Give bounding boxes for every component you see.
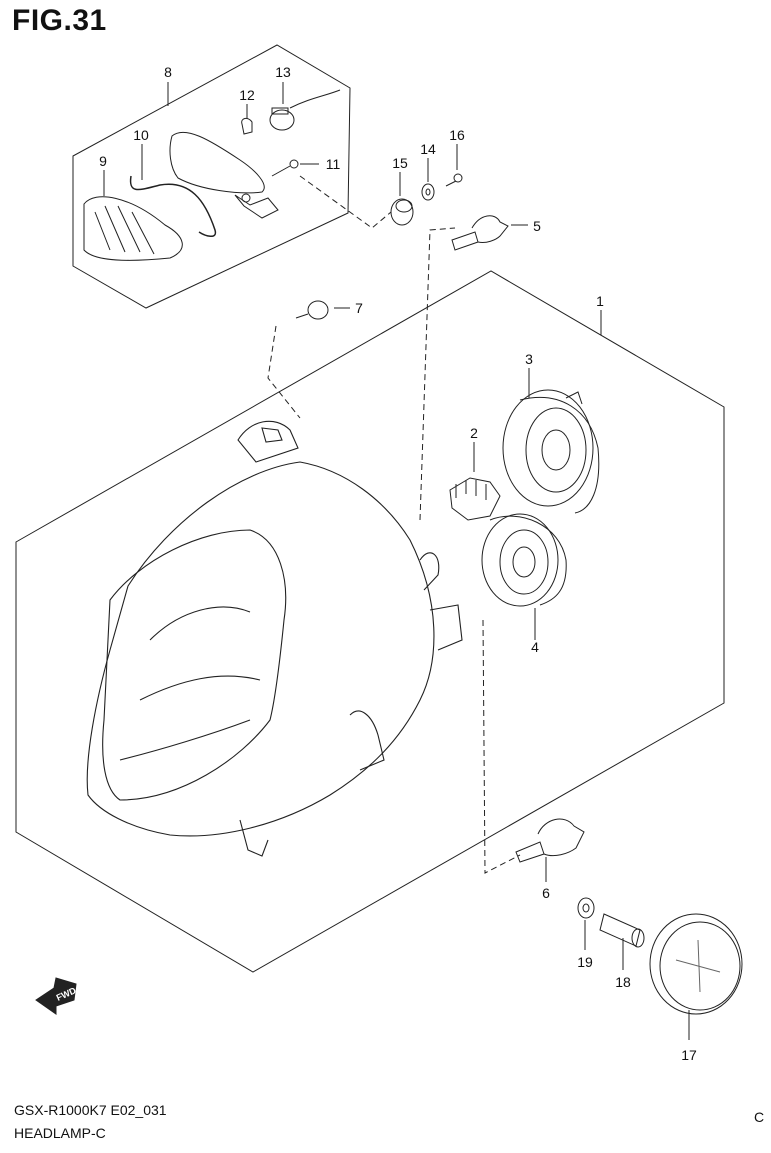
position-lamp-wiring-10 (129, 175, 217, 237)
callout-part-19: 19 (577, 954, 593, 970)
callout-part-11: 11 (326, 156, 341, 172)
inset-box-part-8 (72, 44, 351, 309)
callout-part-1: 1 (596, 293, 604, 309)
headlamp-bulb-5 (451, 215, 509, 251)
callout-part-10: 10 (133, 127, 149, 143)
callout-part-9: 9 (99, 153, 107, 169)
callout-part-4: 4 (531, 639, 539, 655)
callout-part-12: 12 (239, 87, 255, 103)
screw-11 (271, 159, 299, 177)
callout-part-18: 18 (615, 974, 631, 990)
footer-model-code: GSX-R1000K7 E02_031 (14, 1102, 167, 1118)
callout-part-3: 3 (525, 351, 533, 367)
spacer-18 (599, 913, 645, 948)
headlamp-socket-2 (449, 477, 501, 521)
screw-7 (295, 300, 329, 320)
washer-19 (577, 897, 595, 919)
cover-cap-17 (649, 913, 743, 1015)
position-lamp-lens-9 (83, 196, 183, 261)
adjuster-ring-3 (502, 389, 600, 514)
adjuster-ring-4 (481, 513, 567, 607)
figure-title: FIG.31 (12, 4, 107, 37)
main-assembly-box (15, 270, 725, 973)
fwd-arrow-icon: FWD (35, 977, 78, 1015)
grommet-15 (390, 198, 414, 226)
callout-part-13: 13 (275, 64, 291, 80)
bulb-socket-13 (269, 89, 341, 131)
callout-part-2: 2 (470, 425, 478, 441)
callout-part-6: 6 (542, 885, 550, 901)
headlamp-housing-1 (86, 420, 463, 857)
headlamp-bulb-6 (515, 818, 585, 863)
callout-part-17: 17 (681, 1047, 697, 1063)
callout-part-7: 7 (355, 300, 363, 316)
callout-part-5: 5 (533, 218, 541, 234)
footer-section-name: HEADLAMP-C (14, 1125, 106, 1141)
position-lamp-housing-8 (169, 131, 279, 219)
washer-14 (421, 183, 435, 201)
bulb-12 (241, 117, 253, 135)
screw-16 (445, 173, 463, 187)
callout-part-8: 8 (164, 64, 172, 80)
footer-corner-mark: C (754, 1109, 765, 1125)
callout-part-16: 16 (449, 127, 465, 143)
callout-part-14: 14 (420, 141, 436, 157)
callout-part-15: 15 (392, 155, 408, 171)
